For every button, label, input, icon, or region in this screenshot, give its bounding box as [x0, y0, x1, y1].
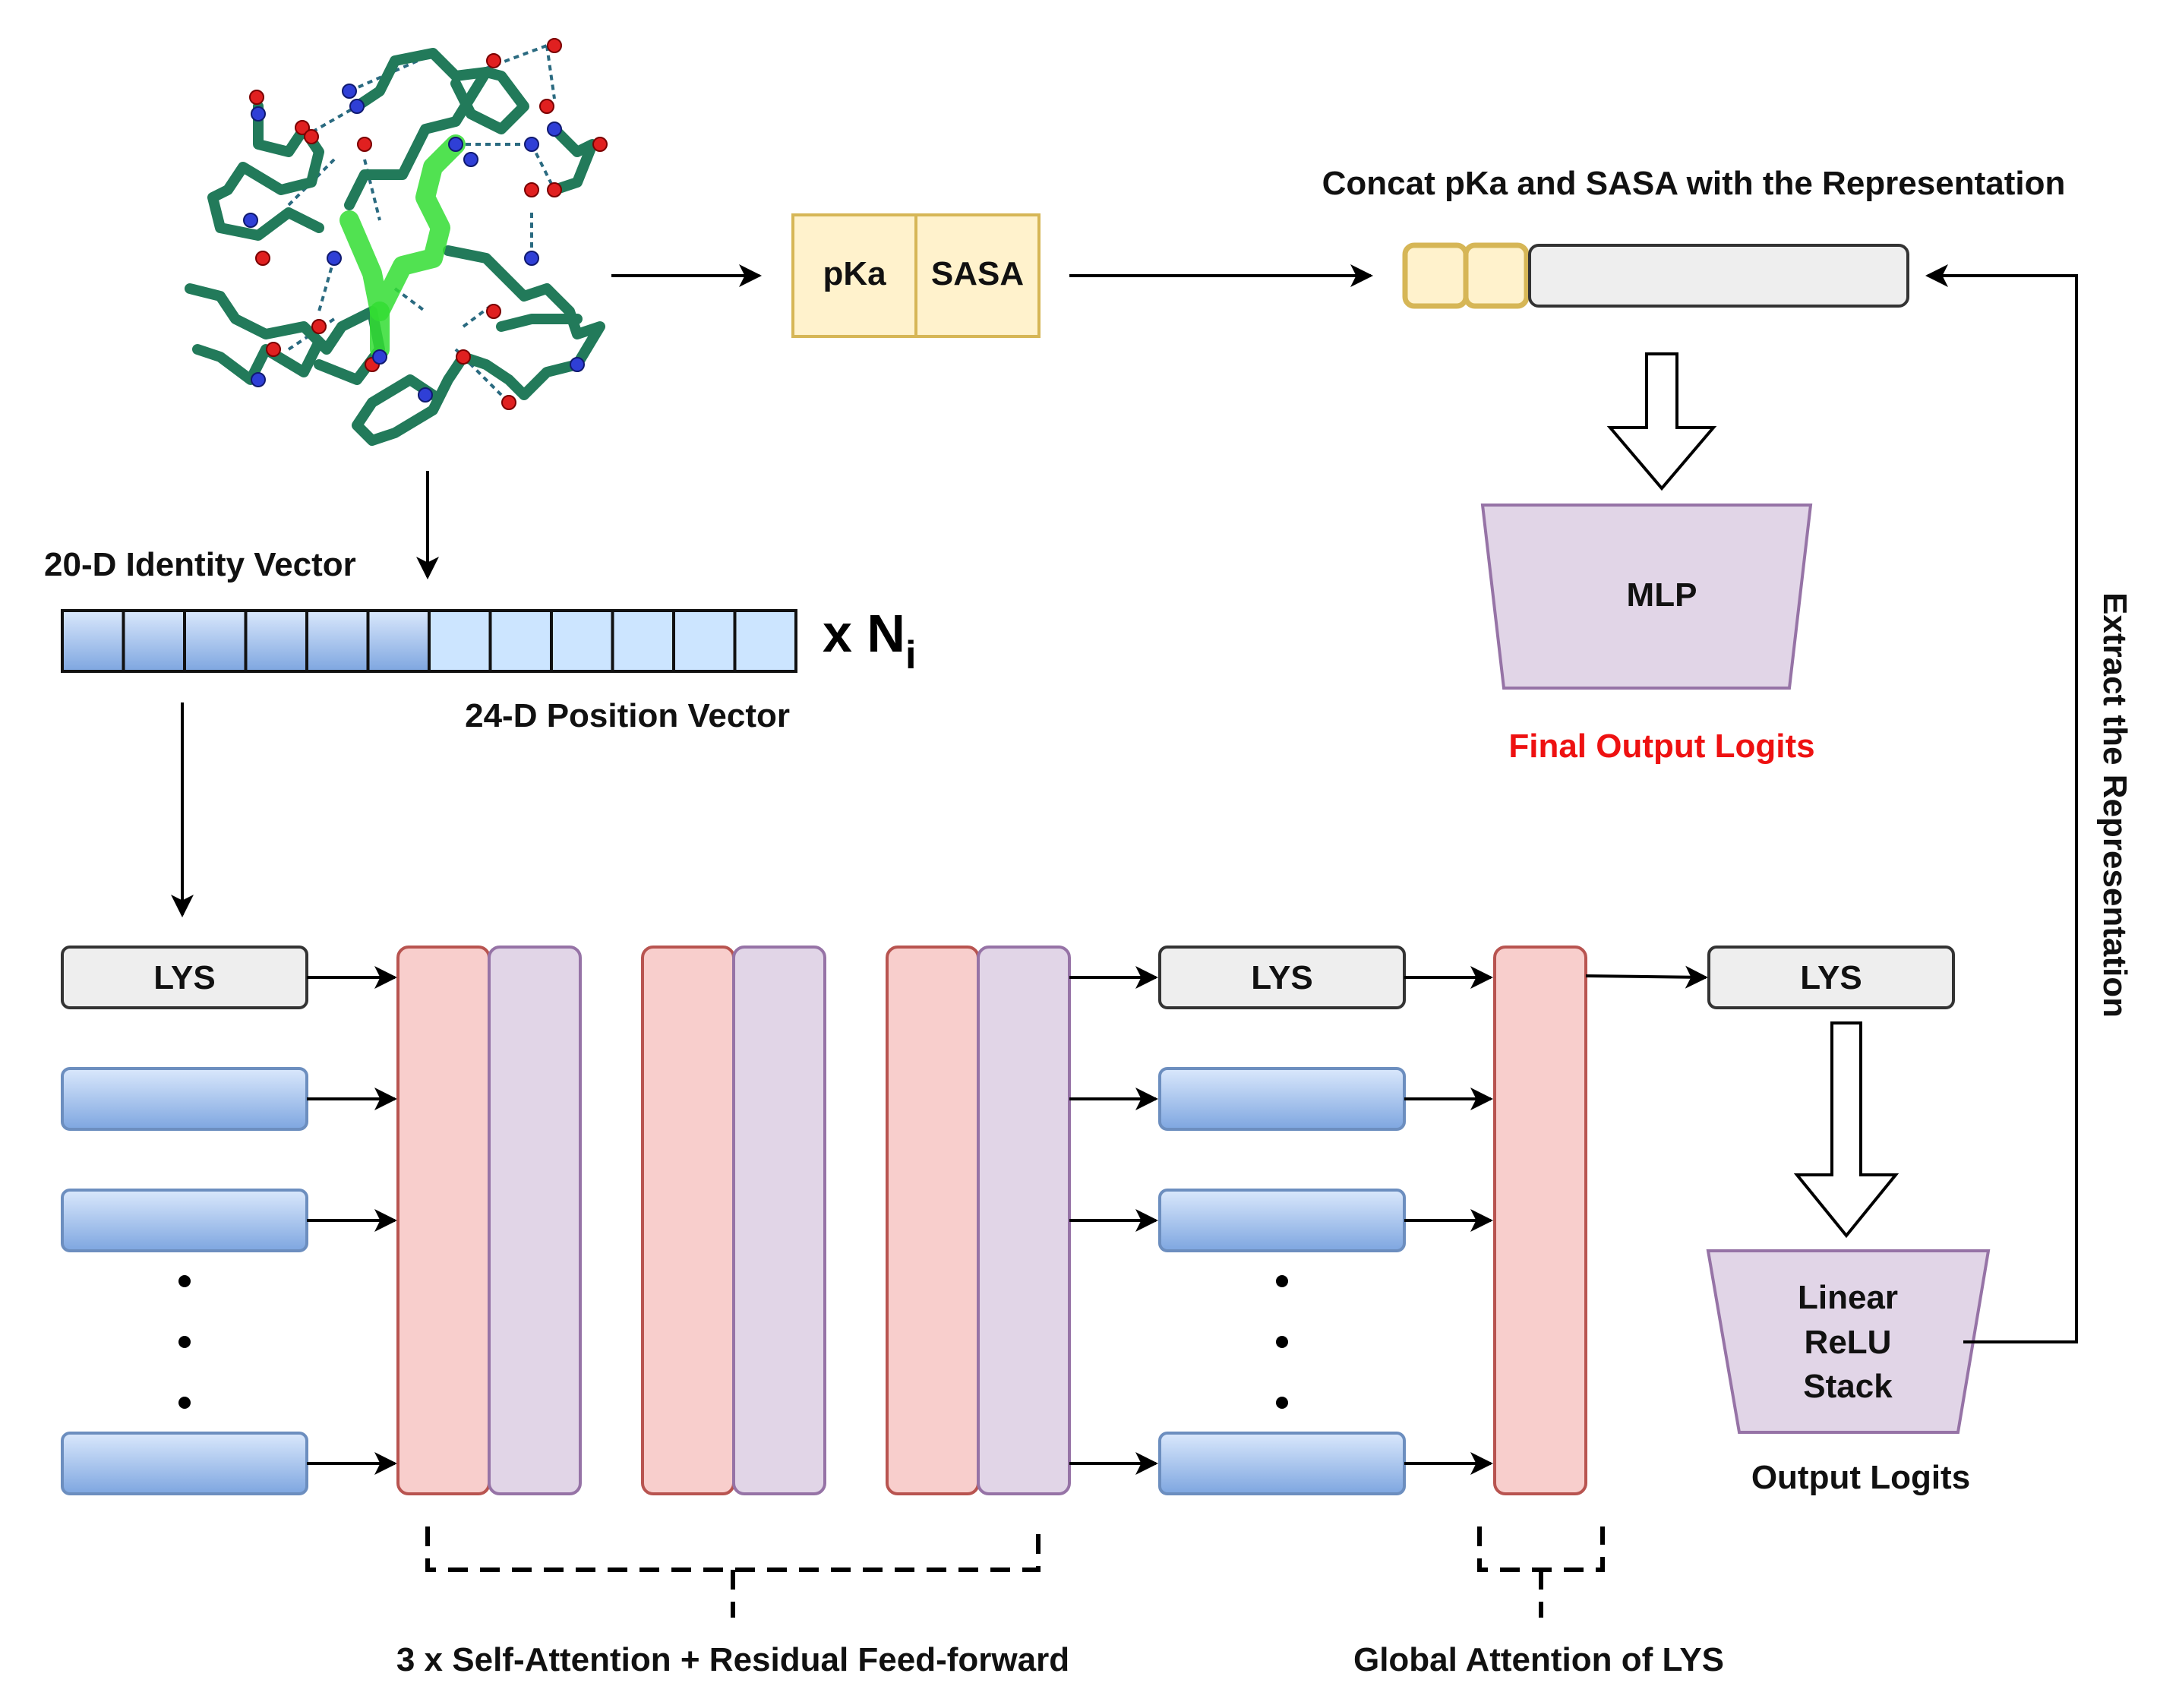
position-cell — [488, 609, 553, 673]
multiplier-subscript: i — [905, 633, 916, 677]
ellipsis-dot — [1276, 1336, 1288, 1348]
mlp-label: MLP — [1627, 576, 1697, 614]
head-line-2: ReLU — [1805, 1324, 1892, 1361]
hollow-arrow-to-mlp — [1606, 352, 1717, 491]
oxygen-atoms — [249, 38, 608, 410]
mid-to-global-arrows — [1404, 966, 1493, 1475]
position-cell — [611, 609, 675, 673]
ellipsis-dot — [1276, 1275, 1288, 1287]
multiplier-text: x N — [823, 604, 905, 663]
arrow-global-to-output — [1585, 965, 1708, 989]
feed-forward-block-2 — [732, 946, 826, 1495]
mid-token-column: LYS — [1158, 946, 1406, 1495]
ellipsis-dot — [178, 1275, 191, 1287]
head-line-1: Linear — [1798, 1279, 1898, 1316]
global-attention-block — [1493, 946, 1587, 1495]
pka-label: pKa — [823, 255, 886, 292]
concat-vector — [1402, 242, 1909, 309]
vector-multiplier: x Ni — [823, 604, 916, 677]
input-token-column: LYS — [61, 946, 308, 1495]
position-vector-label: 24-D Position Vector — [465, 697, 790, 734]
nitrogen-atoms — [243, 84, 585, 403]
feed-forward-block-3 — [977, 946, 1071, 1495]
input-token — [61, 1189, 308, 1252]
identity-cell — [61, 609, 125, 673]
mid-token — [1158, 1432, 1406, 1495]
concat-title: Concat pKa and SASA with the Representat… — [1322, 165, 2066, 202]
concat-pka-slot — [1402, 242, 1469, 309]
position-cell — [733, 609, 797, 673]
feature-box: pKa SASA — [791, 213, 1041, 338]
output-logits-label: Output Logits — [1751, 1459, 1970, 1496]
position-cell — [428, 609, 492, 673]
ellipsis-dot — [178, 1336, 191, 1348]
concat-sasa-slot — [1463, 242, 1530, 309]
self-attention-block-3 — [886, 946, 980, 1495]
position-cell — [672, 609, 737, 673]
self-attention-bracket — [425, 1526, 1041, 1618]
transformer-to-mid-arrows — [1069, 966, 1158, 1475]
input-token-lys-label: LYS — [153, 959, 216, 996]
position-cell — [550, 609, 614, 673]
identity-cell — [366, 609, 431, 673]
mlp-block — [1480, 504, 1813, 690]
hollow-arrow-to-head — [1793, 1021, 1899, 1239]
identity-position-vector — [61, 609, 797, 673]
protein-molecule-icon — [185, 38, 608, 446]
global-attention-bracket — [1477, 1526, 1605, 1618]
self-attention-block-1 — [396, 946, 491, 1495]
ellipsis-dot — [178, 1397, 191, 1409]
identity-cell — [305, 609, 370, 673]
mid-token-lys-label: LYS — [1251, 959, 1313, 996]
pka-cell — [791, 213, 917, 338]
sasa-cell — [914, 213, 1041, 338]
ellipsis-dot — [1276, 1397, 1288, 1409]
linear-relu-stack-block — [1706, 1249, 1991, 1434]
sasa-label: SASA — [931, 255, 1024, 292]
mid-token — [1158, 1189, 1406, 1252]
lysine-highlight — [339, 134, 466, 359]
identity-cell — [244, 609, 308, 673]
mid-token — [1158, 1067, 1406, 1131]
output-token-lys — [1707, 946, 1955, 1009]
identity-cell — [183, 609, 248, 673]
identity-cell — [122, 609, 186, 673]
final-output-logits-label: Final Output Logits — [1508, 728, 1814, 765]
concat-representation-slot — [1528, 244, 1909, 308]
input-token — [61, 1432, 308, 1495]
input-token — [61, 1067, 308, 1131]
identity-vector-label: 20-D Identity Vector — [44, 546, 356, 583]
self-attention-bracket-label: 3 x Self-Attention + Residual Feed-forwa… — [396, 1641, 1069, 1678]
input-to-attention-arrows — [307, 966, 397, 1475]
output-token-lys-label: LYS — [1800, 959, 1862, 996]
feed-forward-block-1 — [488, 946, 582, 1495]
extract-representation-label: Extract the Representation — [2096, 592, 2133, 1018]
global-attention-bracket-label: Global Attention of LYS — [1353, 1641, 1724, 1678]
head-line-3: Stack — [1803, 1368, 1893, 1405]
transformer-blocks — [396, 946, 1071, 1495]
extract-representation-arrow — [1925, 264, 2078, 1343]
self-attention-block-2 — [641, 946, 735, 1495]
